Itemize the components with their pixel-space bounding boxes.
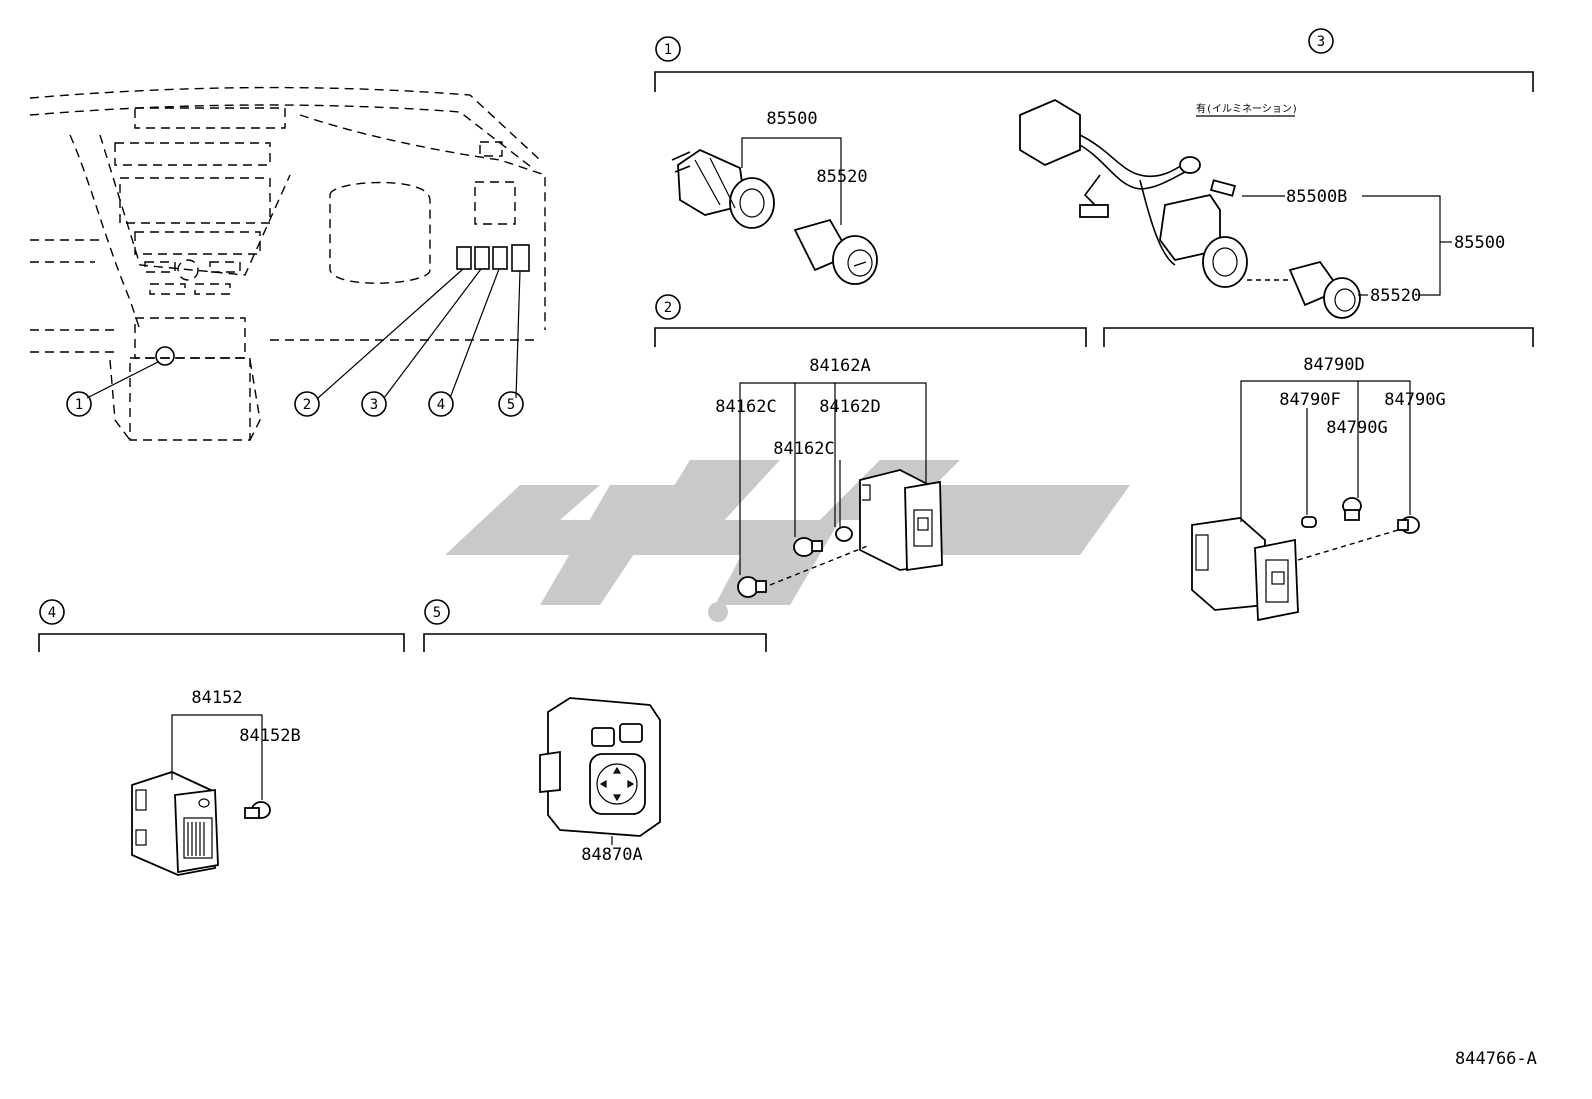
bulb-84162D bbox=[835, 526, 853, 542]
mirror-switch-84870A bbox=[539, 697, 661, 837]
section-2-marker: 2 bbox=[664, 300, 672, 316]
callout-4-label: 4 bbox=[437, 397, 445, 413]
part-85520-left: 85520 bbox=[816, 167, 867, 187]
callout-3: 3 bbox=[361, 391, 387, 417]
part-84790D: 84790D bbox=[1303, 355, 1364, 375]
lighter-plug-85520 bbox=[793, 218, 878, 285]
illuminated-lighter-assembly bbox=[1019, 98, 1361, 319]
part-84870A: 84870A bbox=[581, 845, 642, 865]
part-84790G-top: 84790G bbox=[1384, 390, 1445, 410]
callout-4: 4 bbox=[428, 391, 454, 417]
part-84162A: 84162A bbox=[809, 356, 870, 376]
section-3-marker-group: 3 bbox=[1308, 28, 1334, 54]
lighter-socket-85500 bbox=[671, 148, 775, 229]
part-84152: 84152 bbox=[191, 688, 242, 708]
callout-1-label: 1 bbox=[75, 397, 83, 413]
part-84162D: 84162D bbox=[819, 397, 880, 417]
right-arrow-icon bbox=[627, 779, 635, 789]
callout-5-label: 5 bbox=[507, 397, 515, 413]
leaders-84790 bbox=[1240, 380, 1411, 522]
callout-5: 5 bbox=[498, 391, 524, 417]
dimmer-wheel-icon bbox=[187, 822, 205, 856]
leaders-84162 bbox=[739, 382, 927, 575]
part-84152B: 84152B bbox=[239, 726, 300, 746]
leaders-right-lighter bbox=[1242, 195, 1452, 296]
dimmer-switch-84152 bbox=[131, 771, 219, 876]
bulb-84162C-upper bbox=[793, 537, 823, 557]
dashboard-overview bbox=[29, 86, 546, 441]
part-85500-left: 85500 bbox=[766, 109, 817, 129]
part-85500B: 85500B bbox=[1286, 187, 1347, 207]
up-arrow-icon bbox=[612, 766, 622, 774]
bulb-84152B bbox=[244, 801, 271, 819]
down-arrow-icon bbox=[612, 794, 622, 802]
callout-2-label: 2 bbox=[303, 397, 311, 413]
diagram-id: 844766-A bbox=[1455, 1049, 1537, 1069]
section-1-bracket: 1 bbox=[654, 36, 1534, 92]
switch-84790D bbox=[1191, 517, 1299, 622]
bulb-84162C-lower bbox=[737, 576, 767, 598]
leaders-84152 bbox=[171, 714, 263, 800]
part-84162C-top: 84162C bbox=[715, 397, 776, 417]
section-3-marker: 3 bbox=[1317, 34, 1325, 50]
part-84790F: 84790F bbox=[1279, 390, 1340, 410]
section-4-marker: 4 bbox=[48, 605, 56, 621]
watermark-logo bbox=[445, 460, 1130, 622]
bulb-84790G-middle bbox=[1342, 497, 1362, 521]
bulb-84790F bbox=[1301, 516, 1317, 528]
leaders-left-lighter bbox=[741, 137, 842, 225]
section-2-bracket: 2 bbox=[654, 294, 1534, 347]
callout-3-label: 3 bbox=[370, 397, 378, 413]
bulb-84790G-right bbox=[1397, 516, 1420, 534]
left-arrow-icon bbox=[599, 779, 607, 789]
part-84790G-middle: 84790G bbox=[1326, 418, 1387, 438]
insert-path-84790 bbox=[1297, 529, 1399, 561]
section-1-marker: 1 bbox=[664, 42, 672, 58]
callout-1: 1 bbox=[66, 391, 92, 417]
part-85500-right: 85500 bbox=[1454, 233, 1505, 253]
switch-84162A bbox=[859, 469, 943, 572]
section-5-marker: 5 bbox=[433, 605, 441, 621]
section-4-bracket: 4 bbox=[38, 599, 405, 652]
part-85520-right: 85520 bbox=[1370, 286, 1421, 306]
illumination-note: 有(イルミネーション) bbox=[1196, 102, 1298, 115]
part-84162C-middle: 84162C bbox=[773, 439, 834, 459]
callout-2: 2 bbox=[294, 391, 320, 417]
section-5-bracket: 5 bbox=[423, 599, 767, 652]
